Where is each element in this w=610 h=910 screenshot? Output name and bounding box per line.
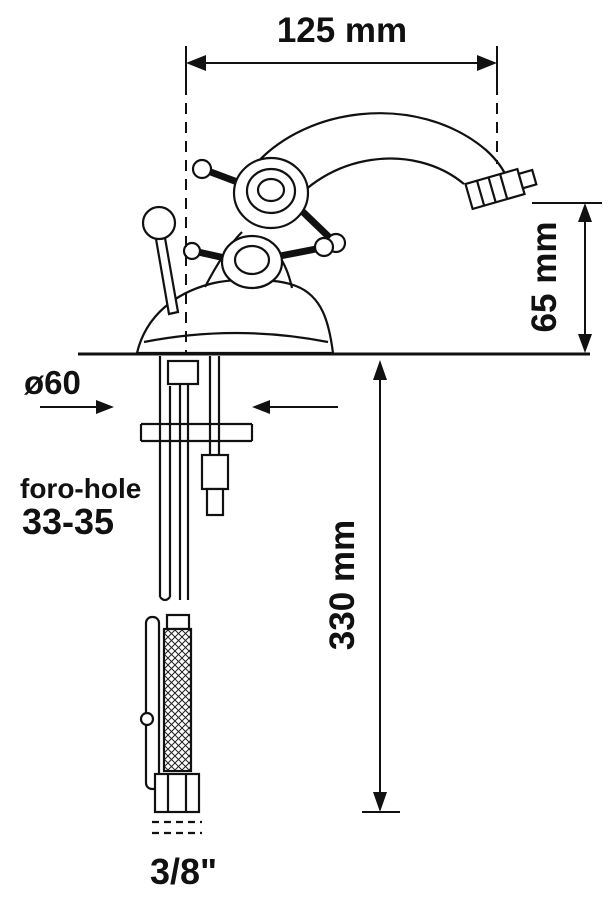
faucet-spout-outer	[245, 112, 510, 181]
label-hole-word: foro-hole	[20, 473, 141, 504]
faucet-base-flange	[143, 331, 329, 344]
dim-spout-height-65	[532, 202, 602, 353]
drain-lift-rod	[141, 205, 180, 316]
tail-nut-large	[200, 453, 230, 491]
dim-overall-height-330	[362, 360, 400, 813]
dimension-lines	[40, 46, 602, 813]
faucet-drawing	[78, 112, 590, 835]
handle-top	[191, 156, 347, 254]
hose-connector	[165, 613, 191, 631]
hose-braided	[162, 627, 193, 773]
label-thread: 3/8"	[150, 851, 217, 892]
label-overall-height: 330 mm	[323, 520, 362, 650]
dim-width-125	[185, 46, 498, 352]
under-counter-assembly	[139, 356, 254, 602]
connection-nut	[153, 772, 201, 814]
label-base-diameter: ø60	[24, 364, 81, 401]
handle-front	[182, 234, 335, 290]
label-width: 125 mm	[277, 11, 407, 50]
mounting-nut	[166, 359, 200, 386]
tail-nut-small	[205, 487, 225, 517]
label-hole-size: 33-35	[22, 501, 114, 542]
aerator-tip	[517, 168, 538, 190]
dim-base-diameter-60	[40, 400, 338, 414]
drain-knob	[141, 205, 177, 241]
spout-outlet	[464, 167, 538, 211]
dimension-labels: 125 mm 65 mm 330 mm ø60 foro-hole 33-35 …	[20, 11, 564, 892]
supply-hoses	[139, 613, 202, 835]
hose-clip	[139, 711, 155, 727]
hose-smooth	[144, 615, 161, 791]
label-spout-height: 65 mm	[525, 222, 564, 333]
faucet-spout-inner	[283, 157, 465, 215]
